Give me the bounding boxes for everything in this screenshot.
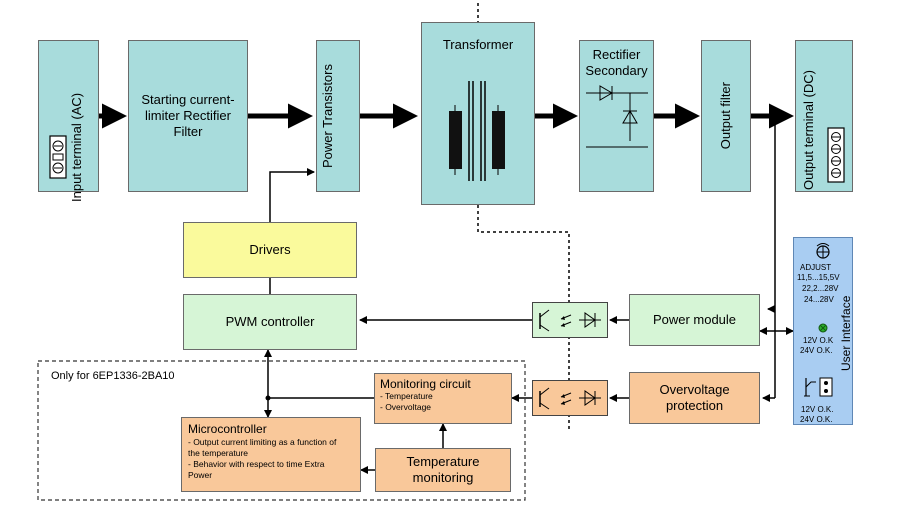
output-terminal-block: Output terminal (DC) <box>795 40 853 192</box>
relay-label-1: 12V O.K. <box>801 405 834 414</box>
status-led-icon <box>818 323 828 333</box>
drivers-to-transistors <box>269 168 315 222</box>
led-label-2: 24V O.K. <box>800 346 833 355</box>
starting-current-limiter-label: Starting current-limiter Rectifier Filte… <box>141 92 235 139</box>
transformer-label: Transformer <box>442 37 514 52</box>
adjust-range-2: 22,2...28V <box>802 284 839 293</box>
dc-terminal-connector-icon <box>827 127 845 183</box>
adjust-potentiometer-icon <box>816 243 830 259</box>
user-interface-panel: User Interface ADJUST 11,5...15,5V 22,2.… <box>793 237 853 425</box>
adjust-range-3: 24...28V <box>804 295 834 304</box>
output-filter-block: Output filter <box>701 40 751 192</box>
only-for-label: Only for 6EP1336-2BA10 <box>51 370 175 382</box>
rectifier-secondary-label: Rectifier Secondary <box>585 47 648 78</box>
diode-rectifier-icon <box>586 85 648 148</box>
output-terminal-label: Output terminal (DC) <box>801 70 816 190</box>
drivers-label: Drivers <box>249 242 291 257</box>
input-terminal-block: Input terminal (AC) <box>38 40 99 202</box>
microcontroller-block: Microcontroller - Output current limitin… <box>181 417 361 492</box>
optocoupler-top <box>532 302 608 338</box>
rectifier-secondary-block: Rectifier Secondary <box>579 40 654 192</box>
temperature-monitoring-block: Temperature monitoring <box>375 448 511 492</box>
relay-label-2: 24V O.K. <box>800 415 833 424</box>
relay-contact-icon <box>804 377 833 397</box>
monitoring-item-overvoltage: - Overvoltage <box>380 402 432 412</box>
output-filter-label: Output filter <box>718 82 733 150</box>
power-module-label: Power module <box>652 312 737 327</box>
drivers-block: Drivers <box>183 222 357 278</box>
starting-current-limiter-block: Starting current-limiter Rectifier Filte… <box>128 40 248 192</box>
microcontroller-item-2: - Behavior with respect to time Extra Po… <box>188 459 325 480</box>
microcontroller-title: Microcontroller <box>188 422 267 436</box>
temperature-monitoring-label: Temperature monitoring <box>406 454 480 485</box>
optocoupler-icon <box>539 309 601 332</box>
only-for-region <box>37 360 526 501</box>
terminal-connector-icon <box>49 135 67 179</box>
monitoring-circuit-block: Monitoring circuit - Temperature - Overv… <box>374 373 512 424</box>
adjust-range-1: 11,5...15,5V <box>797 273 840 282</box>
microcontroller-item-1: - Output current limiting as a function … <box>188 437 337 458</box>
power-transistors-block: Power Transistors <box>316 40 360 192</box>
overvoltage-protection-block: Overvoltage protection <box>629 372 760 424</box>
led-label-1: 12V O.K <box>803 336 834 345</box>
power-module-block: Power module <box>629 294 760 346</box>
power-transistors-label: Power Transistors <box>320 63 335 169</box>
monitoring-circuit-title: Monitoring circuit <box>380 377 471 391</box>
transformer-icon <box>449 81 505 181</box>
transformer-block: Transformer <box>421 22 535 205</box>
overvoltage-protection-label: Overvoltage protection <box>659 382 730 413</box>
adjust-label: ADJUST <box>800 263 832 272</box>
pwm-controller-label: PWM controller <box>225 314 315 329</box>
optocoupler-icon <box>539 387 601 410</box>
input-terminal-label: Input terminal (AC) <box>69 92 84 202</box>
user-interface-title: User Interface <box>839 295 853 371</box>
optocoupler-bottom <box>532 380 608 416</box>
pwm-controller-block: PWM controller <box>183 294 357 350</box>
monitoring-item-temperature: - Temperature <box>380 391 433 401</box>
